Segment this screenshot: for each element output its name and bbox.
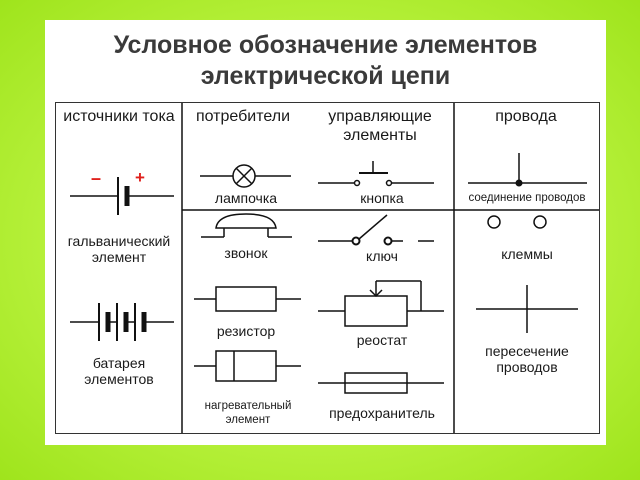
galvanic-cell-symbol: [70, 177, 174, 215]
label-battery: батарея элементов: [84, 355, 154, 387]
label-lamp: лампочка: [214, 190, 278, 206]
label-bell: звонок: [224, 245, 268, 261]
label-terminals: клеммы: [501, 246, 553, 262]
key-symbol: [318, 214, 434, 246]
wire-cross-symbol: [476, 285, 578, 333]
header-consumers: потребители: [195, 108, 291, 125]
label-key: ключ: [366, 248, 398, 264]
label-heater: нагревательный элемент: [204, 400, 292, 426]
fuse-symbol: [318, 372, 444, 394]
title-line-1: Условное обозначение элементов: [113, 31, 538, 59]
heater-symbol: [194, 350, 301, 382]
terminals-symbol: [487, 215, 547, 229]
label-wire-joint: соединение проводов: [468, 192, 586, 204]
plus-sign: +: [135, 168, 145, 187]
slide-title: Условное обозначение элементов электриче…: [45, 30, 606, 92]
label-rheostat: реостат: [356, 332, 408, 348]
button-symbol: [318, 161, 434, 187]
slide-card: Условное обозначение элементов электриче…: [45, 20, 606, 445]
schematic-drawing: [70, 103, 599, 433]
label-wire-cross: пересечение проводов: [485, 343, 569, 375]
title-line-2: электрической цепи: [200, 62, 451, 90]
label-galvanic: гальванический элемент: [67, 233, 171, 265]
wire-joint-dot: [515, 179, 523, 187]
rheostat-symbol: [318, 280, 444, 327]
resistor-symbol: [194, 286, 301, 312]
symbols-table: источники тока потребители управляющие э…: [55, 102, 600, 434]
label-button: кнопка: [360, 190, 404, 206]
label-resistor: резистор: [216, 323, 276, 339]
header-control: управляющие элементы: [328, 108, 432, 144]
wire-joint-symbol: [468, 153, 587, 184]
minus-sign: –: [90, 168, 101, 188]
battery-symbol: [70, 303, 174, 341]
bell-symbol: [201, 213, 292, 238]
label-fuse: предохранитель: [329, 405, 435, 421]
header-sources: источники тока: [63, 108, 175, 125]
lamp-symbol: [200, 164, 291, 188]
header-wires: провода: [495, 108, 557, 125]
